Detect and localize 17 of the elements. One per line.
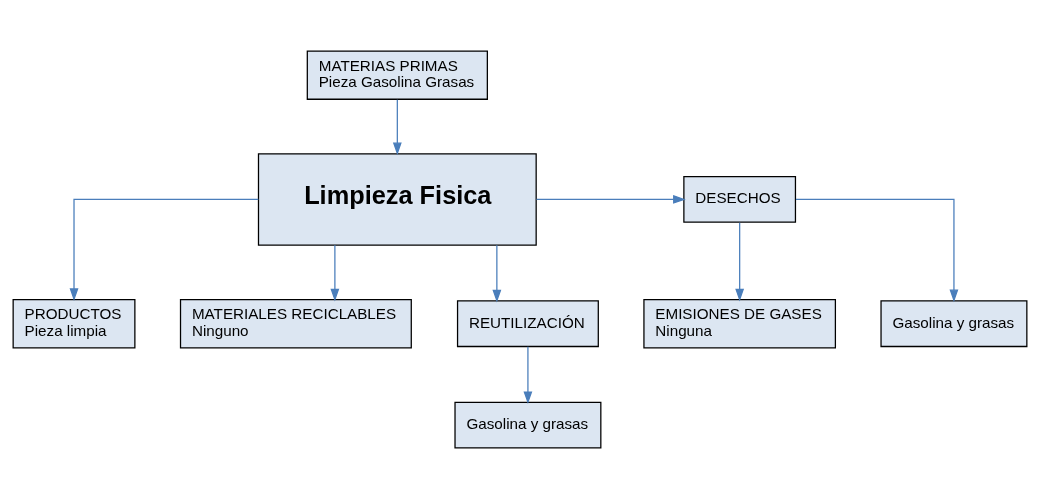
arrow	[523, 345, 533, 404]
arrow	[69, 198, 259, 301]
node-box: MATERIAS PRIMAS Pieza Gasolina Grasas	[306, 49, 488, 100]
node-box: MATERIALES RECICLABLES Ninguno	[179, 298, 412, 348]
arrow	[535, 194, 686, 204]
node-box: EMISIONES DE GASES Ninguna	[643, 298, 837, 348]
arrow	[330, 244, 340, 301]
node-box: Limpieza Fisica	[257, 152, 537, 246]
node-box: Gasolina y grasas	[454, 401, 602, 449]
arrow	[492, 244, 502, 302]
arrow	[795, 198, 959, 302]
node-box: PRODUCTOS Pieza limpia	[12, 298, 136, 348]
arrow	[735, 221, 745, 301]
node-box: REUTILIZACIÓN	[456, 299, 599, 347]
node-box: DESECHOS	[683, 175, 797, 223]
arrow	[392, 98, 402, 155]
node-box: Gasolina y grasas	[880, 299, 1028, 347]
